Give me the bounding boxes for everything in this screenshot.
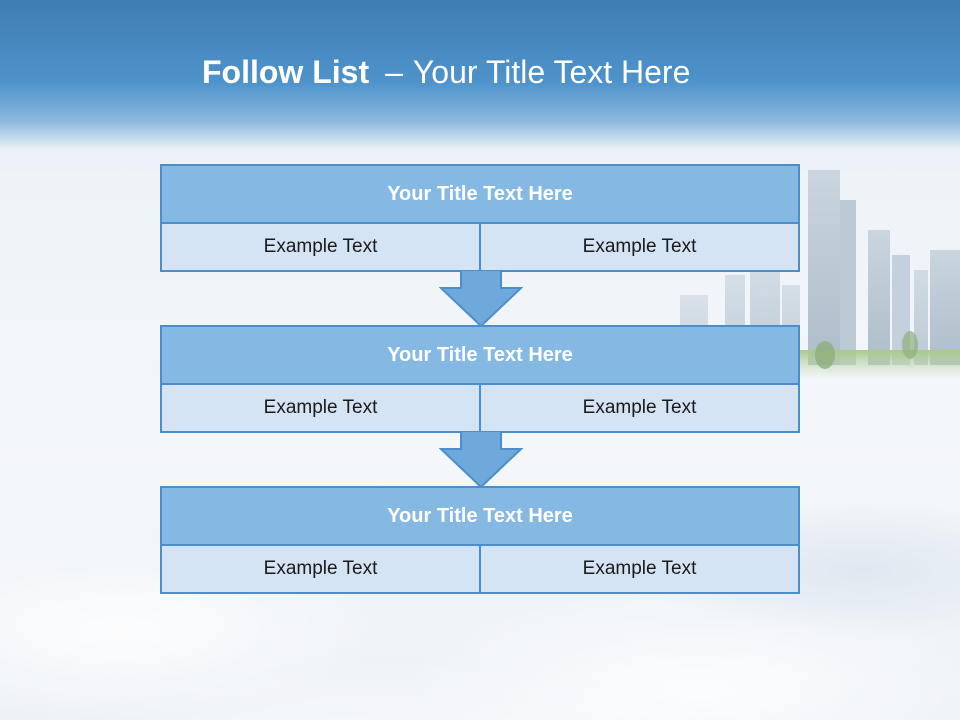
down-arrow-icon xyxy=(439,270,523,328)
slide-title: Follow List–Your Title Text Here xyxy=(202,54,690,98)
header-banner xyxy=(0,0,960,150)
step-block-2: Your Title Text Here Example Text Exampl… xyxy=(160,325,800,433)
step-cell-left: Example Text xyxy=(162,385,479,431)
step-title: Your Title Text Here xyxy=(162,488,798,546)
step-title: Your Title Text Here xyxy=(162,327,798,385)
step-row: Example Text Example Text xyxy=(162,385,798,431)
title-separator: – xyxy=(385,54,403,90)
down-arrow-icon xyxy=(439,431,523,489)
step-title: Your Title Text Here xyxy=(162,166,798,224)
step-cell-right: Example Text xyxy=(479,546,798,592)
title-bold: Follow List xyxy=(202,54,370,90)
step-cell-left: Example Text xyxy=(162,546,479,592)
title-rest: Your Title Text Here xyxy=(412,54,691,90)
step-block-1: Your Title Text Here Example Text Exampl… xyxy=(160,164,800,272)
step-row: Example Text Example Text xyxy=(162,546,798,592)
step-row: Example Text Example Text xyxy=(162,224,798,270)
step-block-3: Your Title Text Here Example Text Exampl… xyxy=(160,486,800,594)
step-cell-left: Example Text xyxy=(162,224,479,270)
step-cell-right: Example Text xyxy=(479,224,798,270)
step-cell-right: Example Text xyxy=(479,385,798,431)
